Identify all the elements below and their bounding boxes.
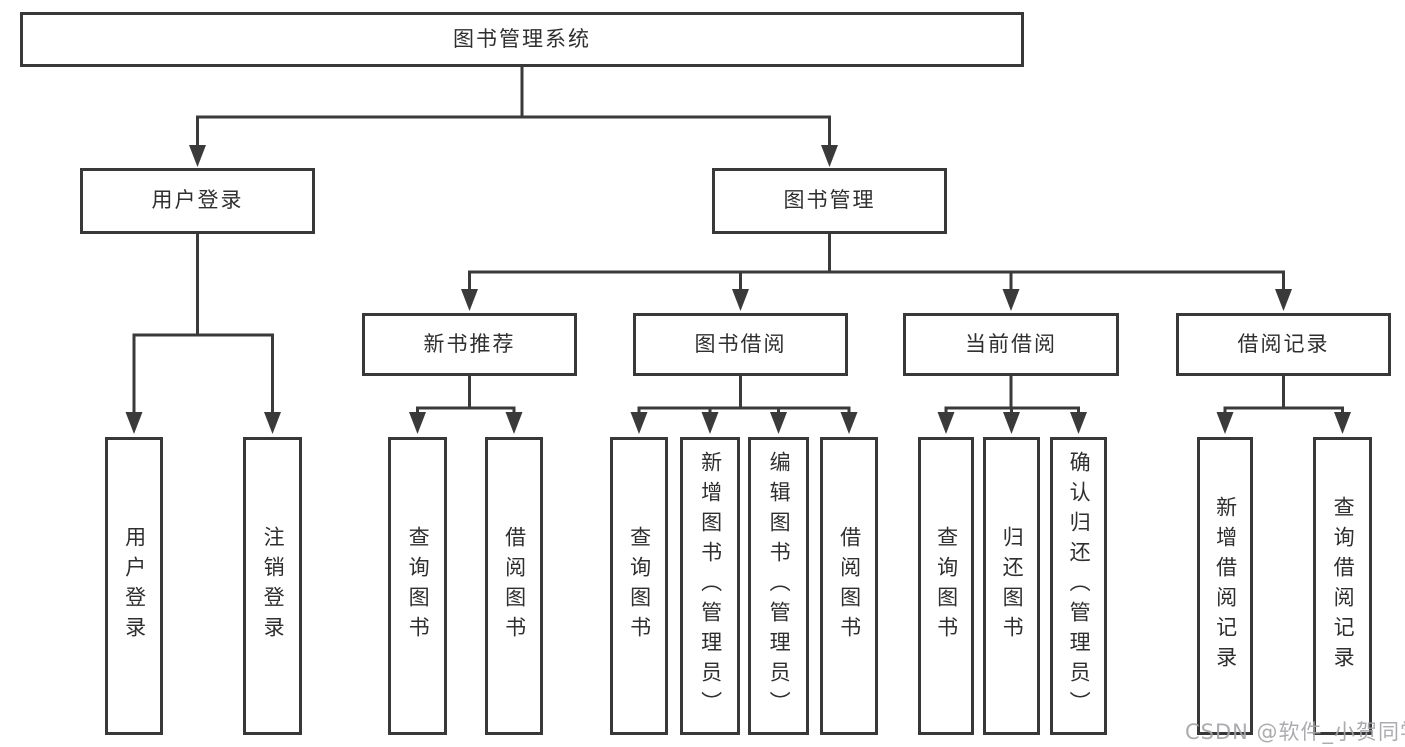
leaf-query-books-recommendation: 查询图书 — [388, 437, 447, 735]
node-current-borrowing: 当前借阅 — [903, 313, 1119, 376]
arrowheads — [125, 145, 1351, 434]
leaf-edit-books-admin: 编辑图书（管理员） — [748, 437, 809, 735]
node-book-management: 图书管理 — [712, 168, 947, 234]
leaf-confirm-return-admin: 确认归还（管理员） — [1050, 437, 1107, 735]
leaf-add-books-admin: 新增图书（管理员） — [680, 437, 740, 735]
leaf-query-books-current: 查询图书 — [918, 437, 974, 735]
leaf-return-books: 归还图书 — [983, 437, 1040, 735]
leaf-borrow-books: 借阅图书 — [820, 437, 878, 735]
leaf-user-login: 用户登录 — [105, 437, 163, 735]
leaf-query-books-borrowing: 查询图书 — [610, 437, 668, 735]
watermark: CSDN @软件_小贺同学 — [1185, 720, 1405, 744]
node-new-book-recommendation: 新书推荐 — [362, 313, 577, 376]
node-library-management-system: 图书管理系统 — [20, 12, 1024, 67]
leaf-borrow-books-recommendation: 借阅图书 — [485, 437, 543, 735]
node-user-login: 用户登录 — [80, 168, 315, 234]
leaf-logout-login: 注销登录 — [243, 437, 302, 735]
node-borrowing-records: 借阅记录 — [1176, 313, 1391, 376]
leaf-add-borrow-record: 新增借阅记录 — [1197, 437, 1253, 735]
node-book-borrowing: 图书借阅 — [633, 313, 848, 376]
connector-strokes — [132, 67, 1344, 413]
leaf-query-borrow-record: 查询借阅记录 — [1313, 437, 1372, 735]
